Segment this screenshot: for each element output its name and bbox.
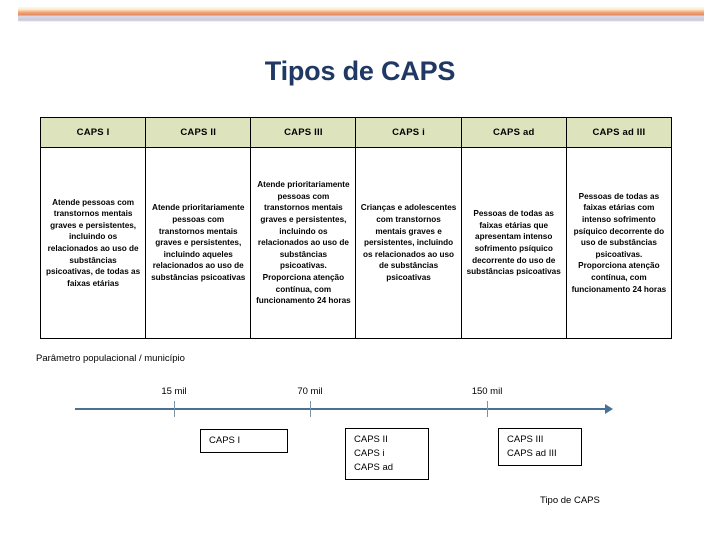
page-title: Tipos de CAPS [264, 56, 456, 86]
table-row: Atende pessoas com transtornos mentais g… [39, 147, 673, 339]
column-header-caps-ad-iii: CAPS ad III [565, 117, 673, 148]
population-parameter-label: Parâmetro populacional / município [36, 353, 185, 364]
cell-text: Atende prioritariamente pessoas com tran… [151, 203, 246, 282]
column-header-caps-i: CAPS I [39, 117, 147, 148]
caps-types-table: CAPS I CAPS II CAPS III CAPS i CAPS ad C… [39, 117, 673, 339]
group-item-label: CAPS ad [354, 462, 394, 473]
axis-tick-mark-2 [310, 401, 311, 417]
axis-tick-mark-1 [174, 401, 175, 417]
cell-caps-i: Atende pessoas com transtornos mentais g… [39, 147, 147, 339]
axis-tick-label-70mil: 70 mil [297, 386, 323, 397]
cell-caps-iii: Atende prioritariamente pessoas com tran… [250, 147, 357, 339]
axis-group-box-2: CAPS II CAPS i CAPS ad [345, 428, 429, 480]
group-item-label: CAPS i [354, 448, 385, 459]
axis-group-box-3: CAPS III CAPS ad III [498, 428, 582, 466]
axis-arrowhead-icon [605, 404, 613, 414]
table-header-row: CAPS I CAPS II CAPS III CAPS i CAPS ad C… [39, 117, 673, 148]
cell-text: Pessoas de todas as faixas etárias com i… [571, 191, 667, 294]
cell-caps-ii: Atende prioritariamente pessoas com tran… [145, 147, 252, 339]
population-axis: 15 mil 70 mil 150 mil [0, 380, 720, 420]
axis-tick-label-150mil: 150 mil [471, 386, 503, 397]
cell-text: Pessoas de todas as faixas etárias que a… [466, 209, 561, 277]
column-header-caps-ad: CAPS ad [460, 117, 567, 148]
axis-caption: Tipo de CAPS [540, 495, 600, 506]
cell-text: Atende pessoas com transtornos mentais g… [45, 197, 141, 288]
group-item-label: CAPS III [507, 434, 544, 445]
cell-text: Crianças e adolescentes com transtornos … [360, 203, 457, 282]
cell-caps-ad: Pessoas de todas as faixas etárias que a… [460, 147, 567, 339]
axis-tick-label-15mil: 15 mil [161, 386, 187, 397]
group-item-label: CAPS I [209, 435, 241, 446]
axis-tick-mark-3 [487, 401, 488, 417]
axis-line [75, 408, 607, 410]
group-item-label: CAPS II [354, 434, 388, 445]
column-header-caps-i-inf: CAPS i [355, 117, 462, 148]
axis-group-box-1: CAPS I [200, 429, 288, 453]
cell-caps-i-inf: Crianças e adolescentes com transtornos … [355, 147, 462, 339]
decorative-top-bar [18, 7, 704, 22]
cell-caps-ad-iii: Pessoas de todas as faixas etárias com i… [565, 147, 673, 339]
column-header-caps-ii: CAPS II [145, 117, 252, 148]
group-item-label: CAPS ad III [507, 448, 557, 459]
column-header-caps-iii: CAPS III [250, 117, 357, 148]
cell-text: Atende prioritariamente pessoas com tran… [256, 180, 351, 306]
